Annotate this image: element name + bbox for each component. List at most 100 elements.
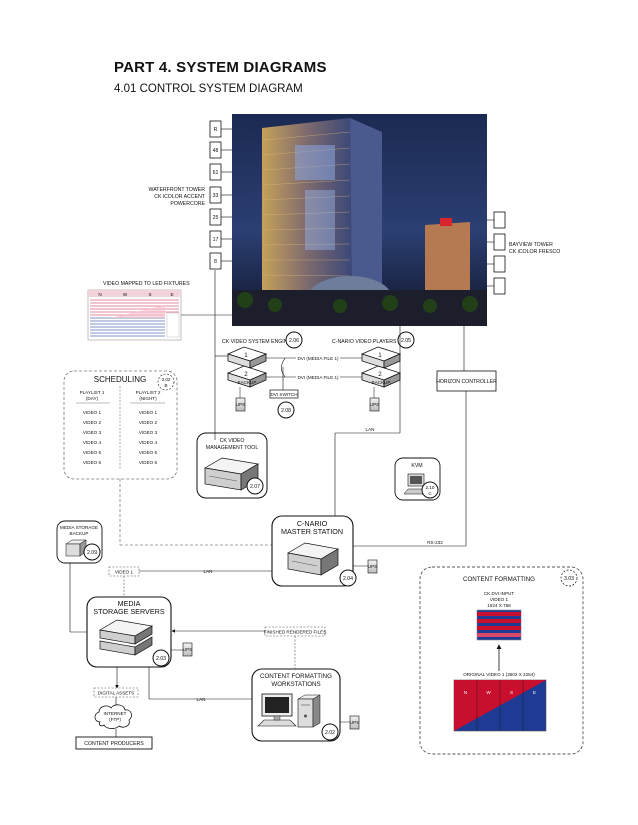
page-subtitle: 4.01 CONTROL SYSTEM DIAGRAM (114, 83, 303, 95)
svg-text:(NIGHT): (NIGHT) (139, 396, 157, 401)
svg-text:VIDEO 3: VIDEO 3 (139, 430, 158, 435)
svg-text:VIDEO MAPPED TO LED FIXTURES: VIDEO MAPPED TO LED FIXTURES (103, 281, 190, 287)
svg-text:(DAY): (DAY) (86, 396, 99, 401)
cnario-players-badge: 2.05 (397, 331, 415, 349)
svg-text:S: S (510, 690, 513, 695)
workstations-ups: UPS (349, 715, 360, 730)
svg-text:DIGITAL ASSETS: DIGITAL ASSETS (98, 691, 135, 696)
svg-text:VIDEO 1: VIDEO 1 (115, 570, 134, 575)
svg-text:VIDEO 2: VIDEO 2 (83, 420, 102, 425)
svg-text:3.03: 3.03 (564, 576, 574, 582)
svg-text:2.05: 2.05 (401, 338, 411, 344)
media-backup-badge: 2.09 (83, 543, 101, 561)
svg-text:E: E (170, 292, 173, 297)
cnario-players-label: C-NARIO VIDEO PLAYERS (332, 339, 397, 345)
svg-text:MASTER STATION: MASTER STATION (281, 527, 343, 536)
svg-text:48: 48 (213, 148, 219, 154)
cnario-players-ups: UPS (369, 397, 380, 412)
waterfront-label-1: WATERFRONT TOWER (149, 187, 206, 193)
svg-text:MANAGEMENT TOOL: MANAGEMENT TOOL (206, 445, 259, 451)
fixture-box-right-3 (493, 255, 506, 273)
svg-text:17: 17 (213, 237, 219, 243)
ck-engine-label: CK VIDEO SYSTEM ENGINE (222, 339, 291, 345)
svg-text:1024 X 768: 1024 X 768 (487, 603, 511, 608)
dvi-switch-badge: 2.08 (277, 401, 295, 419)
svg-text:2.09: 2.09 (87, 550, 97, 556)
svg-text:PLAYLIST 2: PLAYLIST 2 (136, 390, 161, 395)
workstations-badge: 2.02 (321, 723, 339, 741)
cnario-player-unit-1: 1 (360, 346, 402, 369)
svg-text:CK VIDEO: CK VIDEO (220, 438, 245, 444)
svg-text:1: 1 (244, 352, 248, 359)
bayview-label-1: BAYVIEW TOWER (509, 242, 553, 248)
svg-text:VIDEO 1: VIDEO 1 (83, 410, 102, 415)
svg-text:2.04: 2.04 (343, 576, 353, 582)
svg-text:MEDIA STORAGE: MEDIA STORAGE (60, 525, 98, 530)
svg-text:BACKUP: BACKUP (372, 380, 391, 385)
svg-text:UPS: UPS (370, 402, 379, 407)
dvi-link-2: DVI (MEDIA FILE 1) (297, 375, 339, 380)
fixture-box-17: 17 (209, 230, 222, 248)
ck-engine-unit-2: 2 BACKUP (226, 365, 268, 388)
content-formatting-workstations: CONTENT FORMATTING WORKSTATIONS (251, 668, 341, 742)
ck-tool-badge: 2.07 (246, 477, 264, 495)
video1-tag: VIDEO 1 (108, 566, 140, 577)
svg-text:UPS: UPS (183, 647, 192, 652)
svg-text:DVI SWITCH: DVI SWITCH (270, 392, 297, 397)
svg-text:2.03: 2.03 (156, 656, 166, 662)
svg-text:VIDEO 6: VIDEO 6 (139, 460, 158, 465)
scheduling-panel: SCHEDULING 3.02 B PLAYLIST 1 (DAY) PLAYL… (63, 370, 178, 480)
media-servers-badge: 2.03 (152, 649, 170, 667)
svg-text:61: 61 (213, 170, 219, 176)
lan-label-bottom: LAN (197, 697, 206, 702)
svg-text:C: C (428, 491, 432, 496)
svg-text:SCHEDULING: SCHEDULING (94, 375, 146, 384)
svg-text:KVM: KVM (411, 463, 422, 469)
svg-text:33: 33 (213, 193, 219, 199)
svg-text:BACKUP: BACKUP (70, 531, 89, 536)
page-title: PART 4. SYSTEM DIAGRAMS (114, 59, 327, 76)
rs232-label: RS-232 (427, 540, 443, 545)
svg-text:2.02: 2.02 (325, 730, 335, 736)
svg-text:W: W (486, 690, 491, 695)
fixture-box-48: 48 (209, 141, 222, 159)
svg-text:STORAGE SERVERS: STORAGE SERVERS (93, 607, 164, 616)
svg-text:B: B (164, 383, 167, 388)
master-station: C-NARIO MASTER STATION (271, 515, 354, 587)
svg-text:E: E (533, 690, 536, 695)
building-photo (232, 114, 487, 326)
ck-engine-ups: UPS (235, 397, 246, 412)
fixture-box-61: 61 (209, 163, 222, 181)
internet-cloud: INTERNET (FTP) (94, 704, 132, 729)
bayview-label-2: CK iCOLOR FRESCO (509, 249, 560, 255)
svg-text:VIDEO 4: VIDEO 4 (139, 440, 158, 445)
master-ups: UPS (367, 559, 378, 574)
kvm-badge: 2.10 C (421, 481, 439, 499)
svg-text:W: W (123, 292, 128, 297)
cnario-player-unit-2: 2 BACKUP (360, 365, 402, 388)
video-mapped-panel: VIDEO MAPPED TO LED FIXTURES N W S E (87, 281, 190, 341)
media-servers-ups: UPS (182, 642, 193, 657)
svg-text:CONTENT FORMATTING: CONTENT FORMATTING (463, 576, 535, 583)
lan-label-top: LAN (366, 427, 375, 432)
svg-text:C-NARIO: C-NARIO (297, 519, 328, 528)
svg-text:R: R (214, 127, 218, 133)
fixture-box-25: 25 (209, 208, 222, 226)
dvi-link-1: DVI (MEDIA FILE 1) (297, 356, 339, 361)
svg-text:UPS: UPS (368, 564, 377, 569)
svg-text:VIDEO 2: VIDEO 2 (139, 420, 158, 425)
svg-text:CONTENT PRODUCERS: CONTENT PRODUCERS (84, 741, 144, 747)
fixture-box-right-4 (493, 277, 506, 295)
svg-text:(FTP): (FTP) (109, 717, 121, 722)
lan-label-middle: LAN (204, 569, 213, 574)
svg-text:N: N (464, 690, 467, 695)
svg-text:BACKUP: BACKUP (238, 380, 257, 385)
svg-text:MEDIA: MEDIA (118, 599, 141, 608)
ck-engine-unit-1: 1 (226, 346, 268, 369)
svg-text:VIDEO 1: VIDEO 1 (139, 410, 158, 415)
svg-text:UPS: UPS (236, 402, 245, 407)
fixture-box-33: 33 (209, 186, 222, 204)
svg-text:VIDEO 3: VIDEO 3 (83, 430, 102, 435)
svg-text:VIDEO 6: VIDEO 6 (83, 460, 102, 465)
